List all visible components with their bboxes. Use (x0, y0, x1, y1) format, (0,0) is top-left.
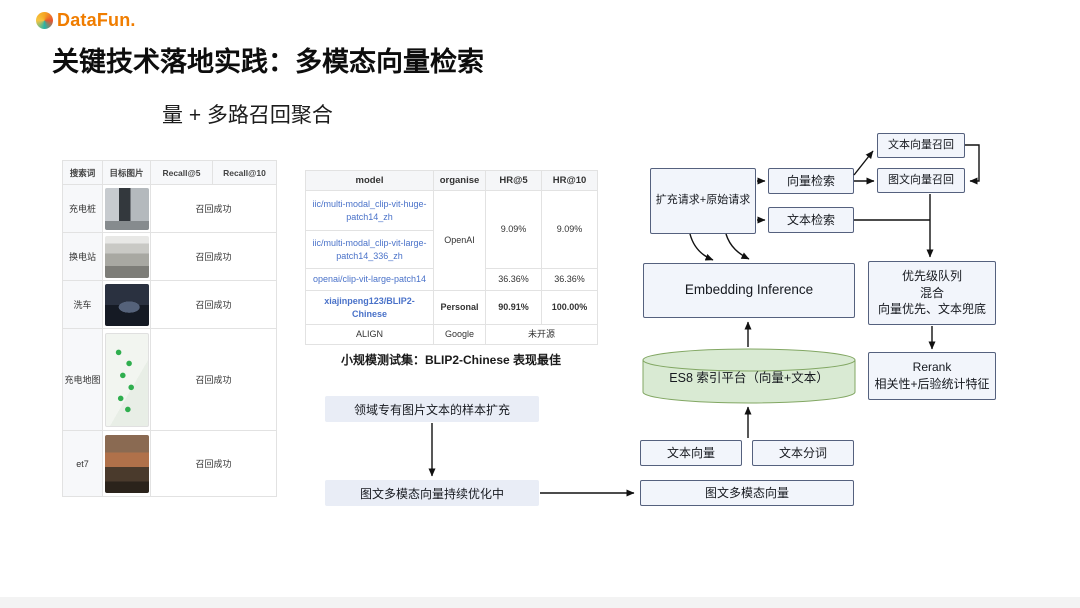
recall-table-header-row: 搜索词 目标图片 Recall@5 Recall@10 (62, 160, 277, 185)
cell-term: et7 (62, 430, 103, 497)
cell-hr10: 100.00% (541, 290, 598, 325)
priority-queue-line2: 混合 (919, 285, 944, 300)
column-header-recall10: Recall@10 (212, 160, 277, 185)
model-name-link[interactable]: xiajinpeng123/BLIP2-Chinese (305, 290, 434, 325)
multimodal-vector-box: 图文多模态向量 (640, 480, 854, 506)
model-name-link[interactable]: openai/clip-vit-large-patch14 (305, 268, 434, 291)
cell-hr5-merged: 9.09% (485, 190, 542, 269)
table-row: 充电桩 召回成功 (62, 184, 277, 233)
column-header-organise: organise (433, 170, 486, 191)
cell-result: 召回成功 (150, 232, 277, 281)
priority-queue-box: 优先级队列 混合 向量优先、文本兜底 (868, 261, 996, 325)
sample-expansion-box: 领域专有图片文本的样本扩充 (325, 396, 539, 422)
image-text-vector-recall-box: 图文向量召回 (877, 168, 965, 193)
rerank-line1: Rerank (912, 360, 952, 375)
column-header-term: 搜索词 (62, 160, 103, 185)
column-header-hr10: HR@10 (541, 170, 598, 191)
cell-thumbnail (102, 184, 151, 233)
continuous-optimization-box: 图文多模态向量持续优化中 (325, 480, 539, 506)
table-row: et7 召回成功 (62, 430, 277, 497)
table-row: xiajinpeng123/BLIP2-Chinese Personal 90.… (305, 290, 598, 325)
battery-swap-station-photo (104, 235, 149, 278)
rerank-box: Rerank 相关性+后验统计特征 (868, 352, 996, 400)
table-row: 洗车 召回成功 (62, 280, 277, 329)
cell-result: 召回成功 (150, 280, 277, 329)
text-search-box: 文本检索 (768, 207, 854, 233)
priority-queue-line3: 向量优先、文本兜底 (877, 302, 986, 317)
model-benchmark-table: model organise HR@5 HR@10 iic/multi-moda… (305, 170, 598, 345)
model-name: ALIGN (305, 324, 434, 345)
vector-search-box: 向量检索 (768, 168, 854, 194)
car-wash-photo (104, 283, 149, 326)
cell-thumbnail (102, 280, 151, 329)
cell-term: 充电地图 (62, 328, 103, 431)
table-row: iic/multi-modal_clip-vit-huge-patch14_zh… (305, 190, 598, 291)
model-name-link[interactable]: iic/multi-modal_clip-vit-huge-patch14_zh (305, 190, 434, 231)
text-tokenize-box: 文本分词 (752, 440, 854, 466)
priority-queue-line1: 优先级队列 (901, 268, 962, 283)
text-vector-box: 文本向量 (640, 440, 742, 466)
charging-map-screenshot (104, 332, 149, 427)
model-table-header-row: model organise HR@5 HR@10 (305, 170, 598, 191)
cell-hr5: 90.91% (485, 290, 542, 325)
cell-term: 换电站 (62, 232, 103, 281)
cell-result: 召回成功 (150, 328, 277, 431)
es8-index-platform-cylinder: ES8 索引平台（向量+文本） (669, 370, 829, 385)
cell-hr5: 36.36% (485, 268, 542, 291)
table-row: ALIGN Google 未开源 (305, 324, 598, 345)
cell-organise-google: Google (433, 324, 486, 345)
table-row: 换电站 召回成功 (62, 232, 277, 281)
text-vector-recall-box: 文本向量召回 (877, 133, 965, 158)
footer-bar (0, 597, 1080, 608)
embedding-inference-box: Embedding Inference (643, 263, 855, 318)
cell-thumbnail (102, 232, 151, 281)
cell-result: 召回成功 (150, 184, 277, 233)
datafun-logo-icon (36, 12, 53, 29)
table-row: 充电地图 召回成功 (62, 328, 277, 431)
cell-align-status: 未开源 (485, 324, 598, 345)
charging-pile-photo (104, 187, 149, 230)
page-title: 关键技术落地实践：多模态向量检索 (52, 47, 484, 77)
column-header-hr5: HR@5 (485, 170, 542, 191)
cell-term: 洗车 (62, 280, 103, 329)
cell-hr10: 36.36% (541, 268, 598, 291)
datafun-logo: DataFun. (36, 10, 136, 31)
benchmark-caption: 小规模测试集：BLIP2-Chinese 表现最佳 (340, 353, 562, 367)
expanded-request-box: 扩充请求+原始请求 (650, 168, 756, 234)
cell-thumbnail (102, 430, 151, 497)
cell-term: 充电桩 (62, 184, 103, 233)
cell-organise-personal: Personal (433, 290, 486, 325)
section-subtitle: 量 + 多路召回聚合 (162, 104, 333, 127)
datafun-logo-text: DataFun. (57, 10, 136, 30)
model-name-link[interactable]: iic/multi-modal_clip-vit-large-patch14_3… (305, 230, 434, 269)
et7-car-photo (104, 434, 149, 493)
recall-results-table: 搜索词 目标图片 Recall@5 Recall@10 充电桩 召回成功 换电站… (62, 160, 277, 497)
column-header-target-image: 目标图片 (102, 160, 151, 185)
cell-hr10-merged: 9.09% (541, 190, 598, 269)
column-header-model: model (305, 170, 434, 191)
cell-organise-openai: OpenAI (433, 190, 486, 291)
table-row: iic/multi-modal_clip-vit-large-patch14_3… (305, 230, 598, 269)
cell-result: 召回成功 (150, 430, 277, 497)
cell-thumbnail (102, 328, 151, 431)
column-header-recall5: Recall@5 (150, 160, 213, 185)
rerank-line2: 相关性+后验统计特征 (874, 377, 990, 391)
